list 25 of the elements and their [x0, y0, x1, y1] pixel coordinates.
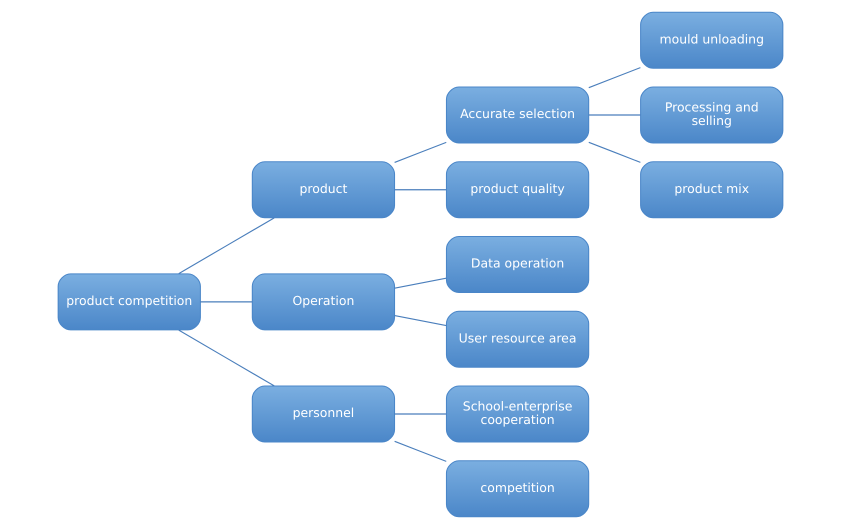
node-box: competition [446, 460, 590, 518]
node-box: mould unloading [640, 12, 784, 69]
node-box: product quality [446, 161, 590, 218]
connector [588, 114, 640, 116]
node-box: User resource area [446, 310, 590, 368]
connector [178, 217, 275, 274]
node-box: product [252, 161, 396, 218]
connector [394, 314, 446, 326]
connector [588, 142, 641, 163]
node-box: Operation [252, 273, 396, 330]
connector [394, 413, 446, 415]
node-box: product competition [58, 273, 201, 330]
node-box: Accurate selection [446, 86, 590, 144]
node-box: Data operation [446, 236, 590, 294]
connector [588, 67, 641, 88]
node-box: Processing and selling [640, 86, 784, 144]
connector [394, 189, 446, 190]
node-box: product mix [640, 161, 784, 218]
connector [178, 330, 275, 386]
connector [200, 301, 252, 302]
node-box: School-enterprise cooperation [446, 385, 590, 443]
connector [394, 440, 446, 462]
node-box: personnel [252, 385, 396, 443]
connector [394, 278, 446, 289]
connector [394, 142, 446, 163]
